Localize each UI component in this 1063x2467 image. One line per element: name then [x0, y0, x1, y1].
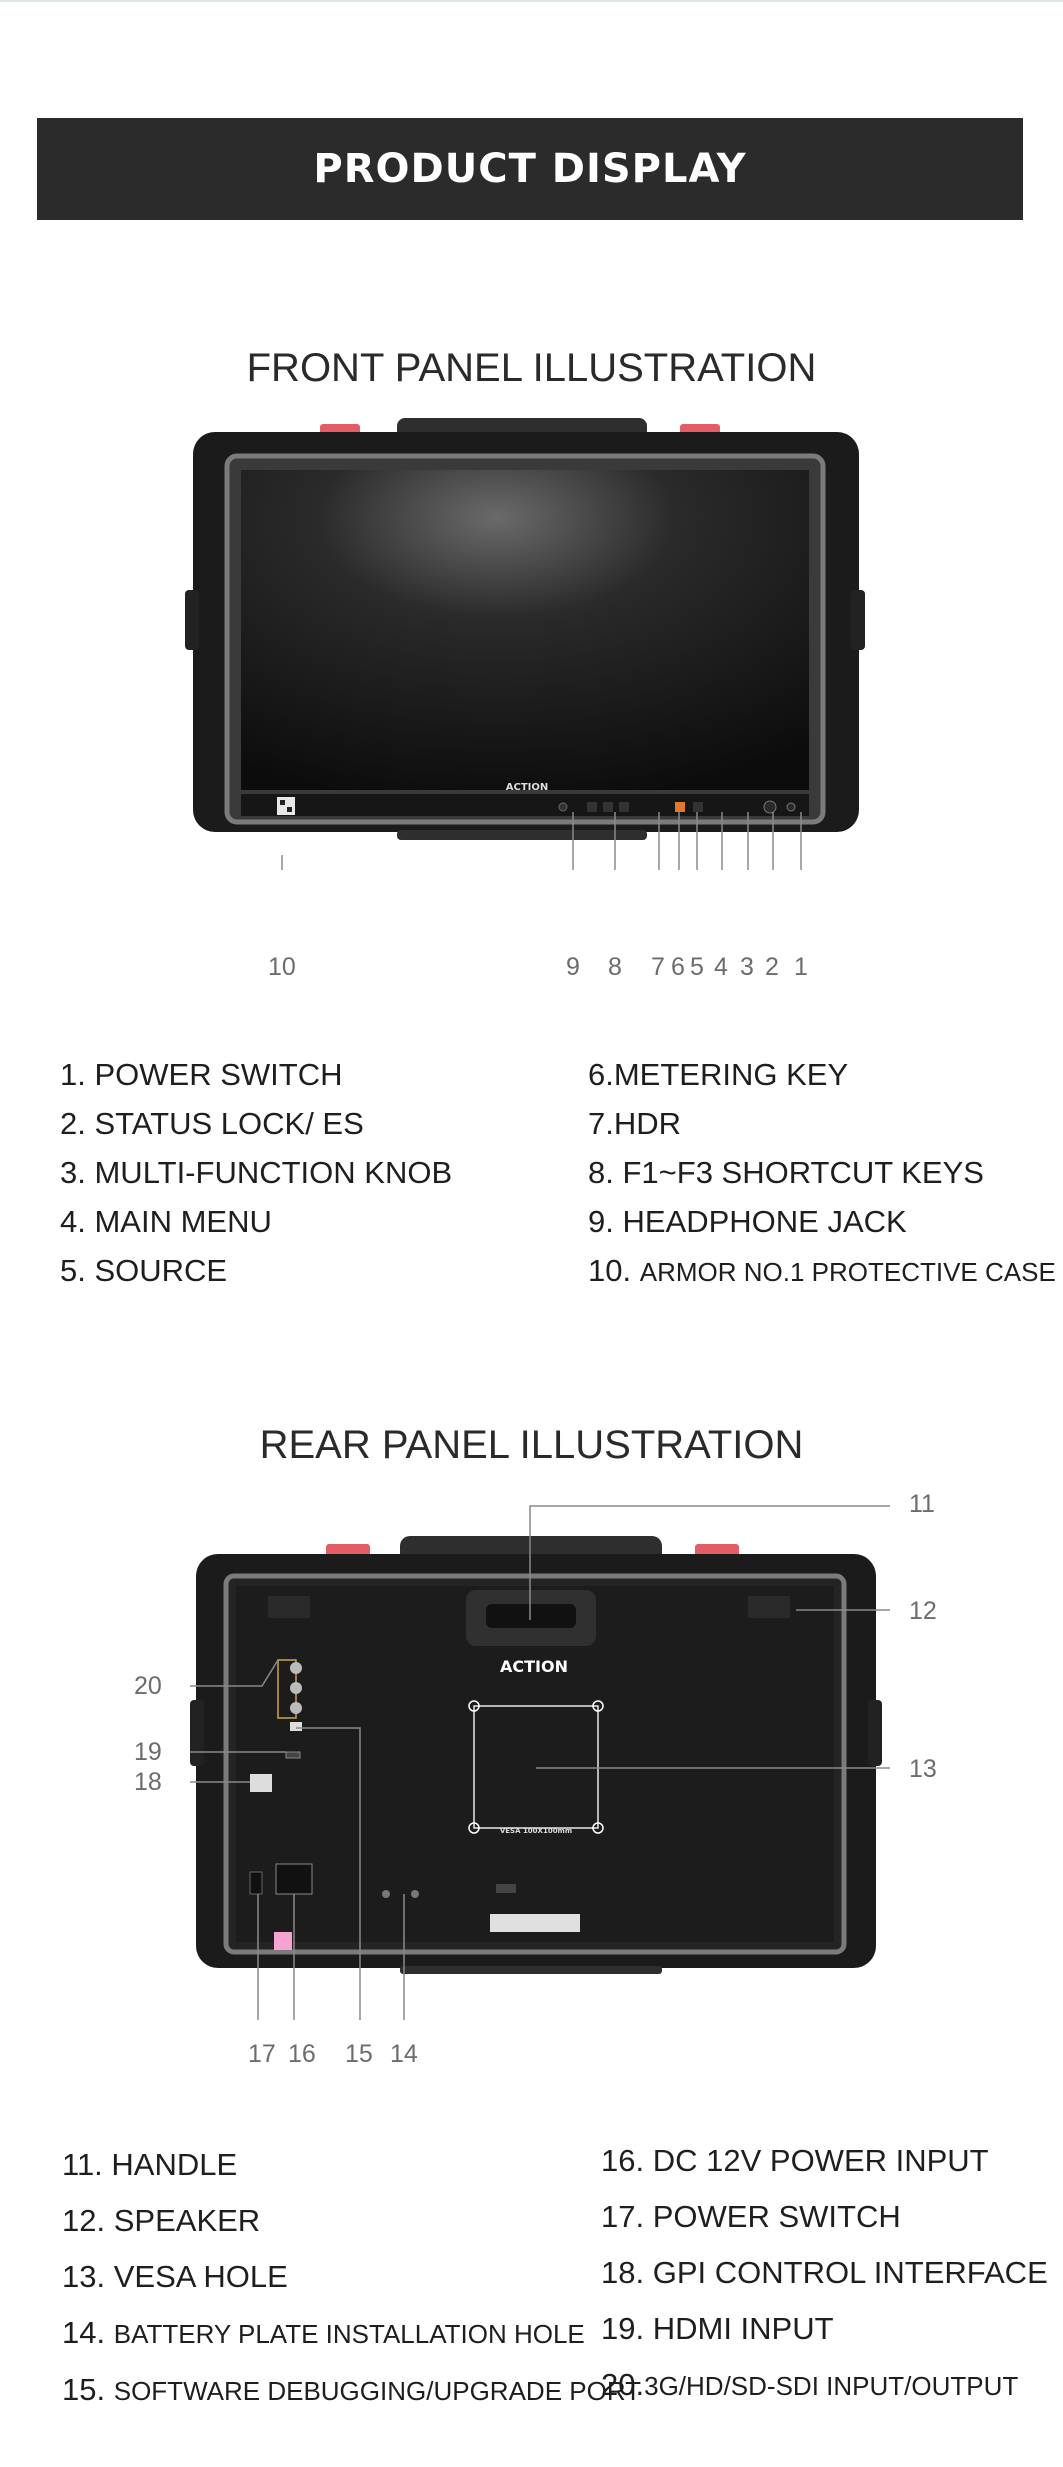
- callout-6: 6: [671, 953, 685, 981]
- callout-2: 2: [765, 953, 779, 981]
- legend-item: 16. DC 12V POWER INPUT: [601, 2143, 989, 2178]
- legend-item: 14. BATTERY PLATE INSTALLATION HOLE: [62, 2315, 585, 2350]
- front-panel-title: FRONT PANEL ILLUSTRATION: [246, 346, 817, 390]
- legend-item: 10. ARMOR NO.1 PROTECTIVE CASE: [588, 1253, 1056, 1288]
- callout-16: 16: [288, 2040, 316, 2068]
- rear-legend-right: 16. DC 12V POWER INPUT 17. POWER SWITCH …: [601, 2133, 1048, 2414]
- callout-14: 14: [390, 2040, 418, 2068]
- legend-item: 9. HEADPHONE JACK: [588, 1204, 907, 1239]
- callout-17: 17: [248, 2040, 276, 2068]
- callout-15: 15: [345, 2040, 373, 2068]
- legend-item: 8. F1~F3 SHORTCUT KEYS: [588, 1155, 984, 1190]
- callout-3: 3: [740, 953, 754, 981]
- legend-item: 2. STATUS LOCK/ ES: [60, 1106, 364, 1141]
- legend-item: 17. POWER SWITCH: [601, 2199, 901, 2234]
- callout-19: 19: [134, 1738, 162, 1766]
- vesa-label: VESA 100X100mm: [500, 1827, 572, 1835]
- callout-9: 9: [566, 953, 580, 981]
- rear-panel-image: ACTION VESA 100X100mm: [190, 1505, 890, 2020]
- front-brand-logo: ACTION: [506, 782, 549, 793]
- callout-20: 20: [134, 1672, 162, 1700]
- legend-item: 18. GPI CONTROL INTERFACE: [601, 2255, 1048, 2290]
- callout-4: 4: [714, 953, 728, 981]
- legend-item: 13. VESA HOLE: [62, 2259, 288, 2294]
- legend-item: 6.METERING KEY: [588, 1057, 849, 1092]
- legend-item: 7.HDR: [588, 1106, 682, 1141]
- front-legend-left: 1. POWER SWITCH 2. STATUS LOCK/ ES 3. MU…: [60, 1050, 452, 1295]
- front-legend-right: 6.METERING KEY 7.HDR 8. F1~F3 SHORTCUT K…: [588, 1050, 1056, 1297]
- callout-5: 5: [690, 953, 704, 981]
- callout-13: 13: [909, 1755, 937, 1783]
- callout-8: 8: [608, 953, 622, 981]
- banner-title: PRODUCT DISPLAY: [313, 146, 747, 192]
- legend-item: 20.3G/HD/SD-SDI INPUT/OUTPUT: [601, 2367, 1019, 2402]
- legend-item: 19. HDMI INPUT: [601, 2311, 834, 2346]
- rear-legend-left: 11. HANDLE 12. SPEAKER 13. VESA HOLE 14.…: [62, 2137, 641, 2419]
- rear-panel-title: REAR PANEL ILLUSTRATION: [259, 1423, 804, 1467]
- callout-18: 18: [134, 1768, 162, 1796]
- legend-item: 12. SPEAKER: [62, 2203, 261, 2238]
- callout-1: 1: [794, 953, 808, 981]
- product-display-banner: PRODUCT DISPLAY: [37, 118, 1023, 220]
- callout-11: 11: [909, 1490, 935, 1518]
- legend-item: 11. HANDLE: [62, 2147, 238, 2182]
- callout-12: 12: [909, 1597, 937, 1625]
- callout-10: 10: [268, 953, 296, 981]
- legend-item: 4. MAIN MENU: [60, 1204, 272, 1239]
- rear-brand-logo: ACTION: [500, 1657, 568, 1676]
- callout-7: 7: [651, 953, 665, 981]
- front-panel-image: ACTION: [185, 418, 865, 870]
- legend-item: 5. SOURCE: [60, 1253, 228, 1288]
- legend-item: 15. SOFTWARE DEBUGGING/UPGRADE PORT: [62, 2372, 642, 2407]
- top-divider: [0, 0, 1063, 2]
- legend-item: 3. MULTI-FUNCTION KNOB: [60, 1155, 453, 1190]
- legend-item: 1. POWER SWITCH: [60, 1057, 343, 1092]
